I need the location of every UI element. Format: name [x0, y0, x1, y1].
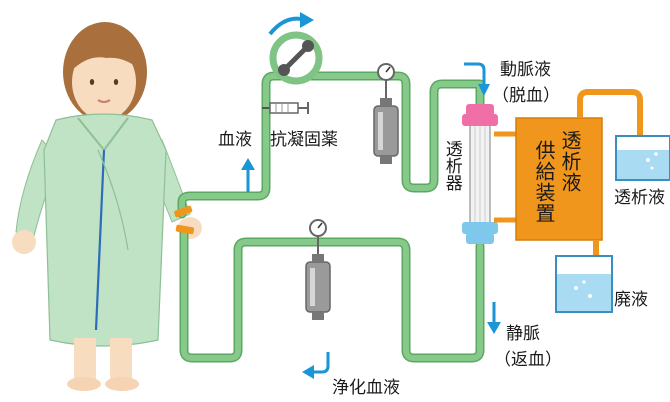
arterial-in-arrow: [464, 62, 490, 96]
label-arterial-sub: （脱血）: [492, 86, 560, 106]
purified-return-arrow: [302, 352, 330, 379]
label-anticoagulant: 抗凝固薬: [270, 130, 338, 150]
label-dialysate: 透析液: [614, 188, 665, 208]
dialysate-tank: [615, 135, 670, 181]
pump-rotation-arrowhead: [300, 12, 314, 28]
dialysate-feed-tube: [577, 89, 643, 160]
label-purified-blood: 浄化血液: [332, 378, 400, 398]
label-supply-unit-left: 供給装置: [532, 140, 556, 224]
venous-drip-chamber: [305, 219, 331, 320]
dialyzer: [462, 104, 498, 244]
label-venous: 静脈: [506, 324, 540, 344]
dialysate-connectors: [494, 131, 516, 223]
blood-pump: [269, 31, 323, 85]
blood-up-arrow: [241, 158, 255, 192]
venous-down-arrow: [487, 302, 501, 334]
label-dialyzer: 透析器: [441, 140, 462, 191]
label-waste: 廃液: [614, 290, 648, 310]
syringe-icon: [262, 102, 309, 114]
waste-tank: [555, 255, 613, 313]
needle-connectors: [174, 205, 195, 235]
label-venous-sub: （返血）: [494, 350, 562, 370]
blood-circuit-tubing: [177, 71, 485, 363]
label-arterial: 動脈液: [500, 60, 551, 80]
patient-figure: [12, 22, 202, 391]
dialysate-supply-unit: [515, 117, 603, 241]
arterial-drip-chamber: [373, 63, 399, 164]
label-supply-unit-right: 透析液: [558, 130, 582, 193]
label-blood: 血液: [218, 130, 252, 150]
